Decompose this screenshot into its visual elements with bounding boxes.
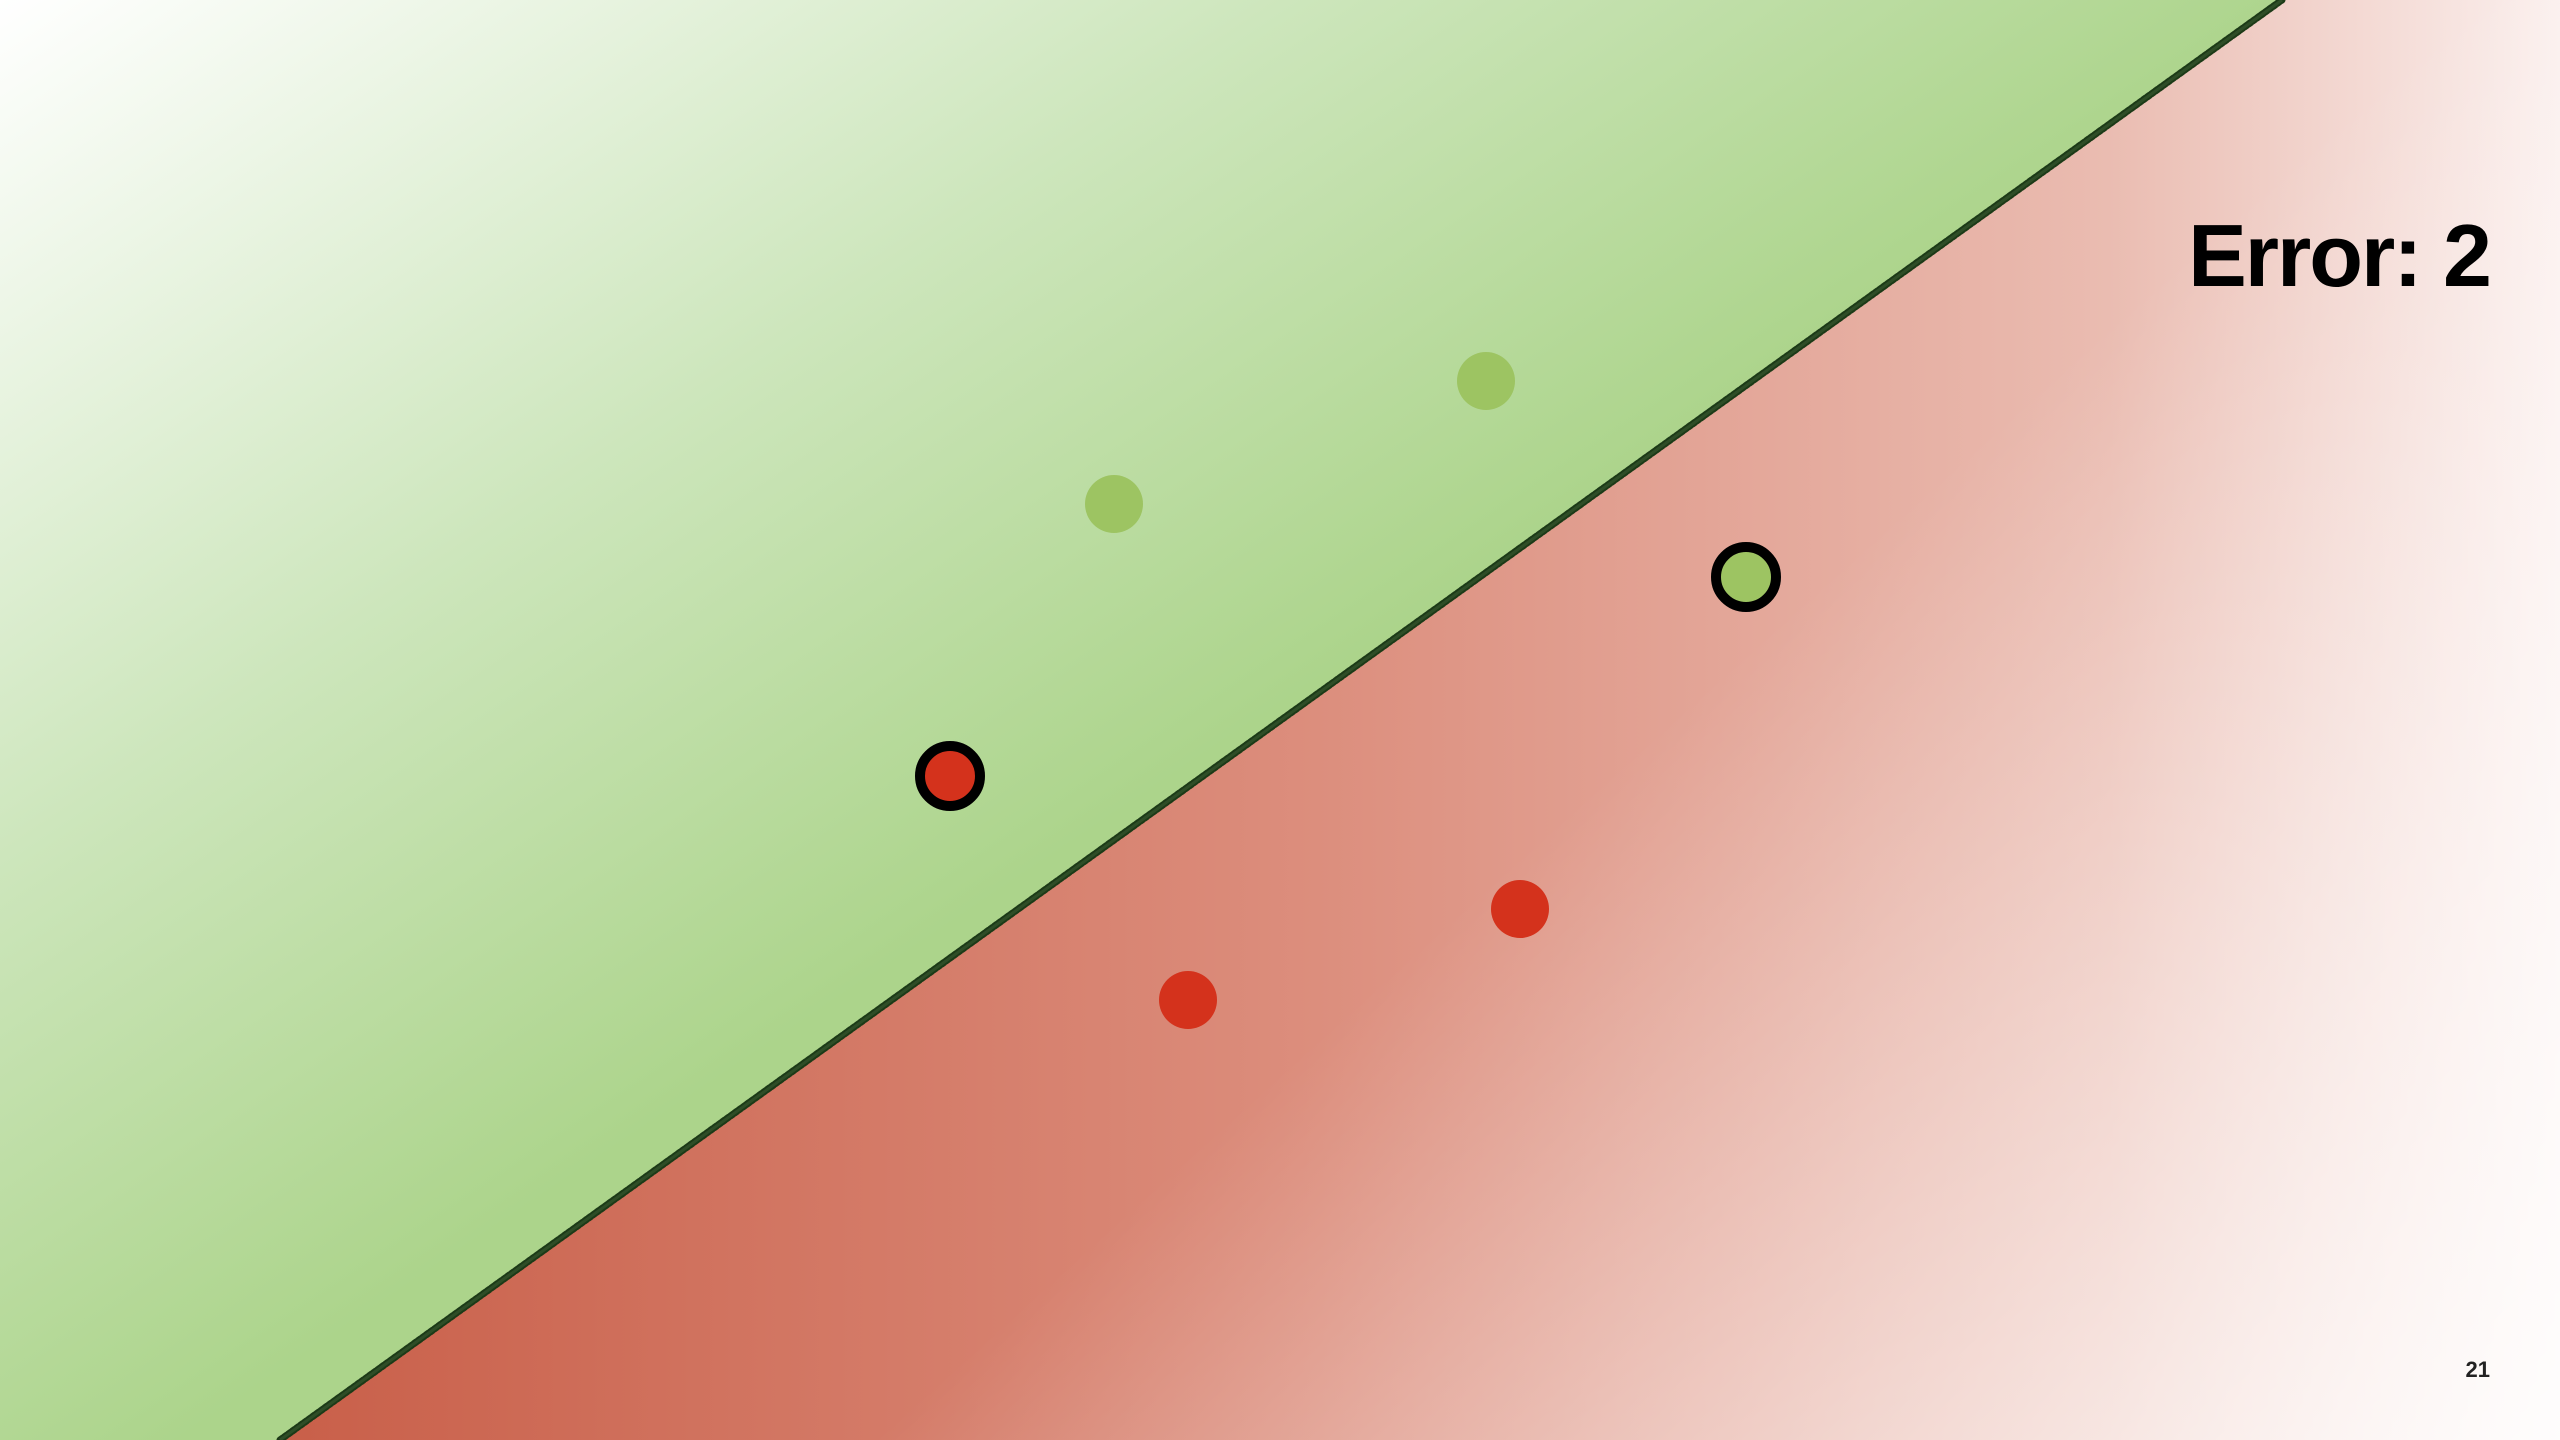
negative-region-highlight <box>280 0 2560 1440</box>
positive-point <box>1085 475 1143 533</box>
negative-point <box>1159 971 1217 1029</box>
decision-boundary <box>276 0 2286 1440</box>
negative-point <box>1491 880 1549 938</box>
positive-dot <box>1085 475 1143 533</box>
misclassified-negative-point <box>915 741 985 811</box>
data-points <box>915 352 1781 1029</box>
decision-boundary-core <box>279 0 2283 1440</box>
page-number: 21 <box>2465 1357 2490 1382</box>
misclassified-ring <box>1711 542 1781 612</box>
negative-dot <box>1159 971 1217 1029</box>
misclassified-positive-point <box>1711 542 1781 612</box>
negative-dot <box>1491 880 1549 938</box>
positive-point <box>1457 352 1515 410</box>
error-count-label: Error: 2 <box>2188 206 2492 305</box>
positive-dot <box>1457 352 1515 410</box>
misclassified-ring <box>915 741 985 811</box>
